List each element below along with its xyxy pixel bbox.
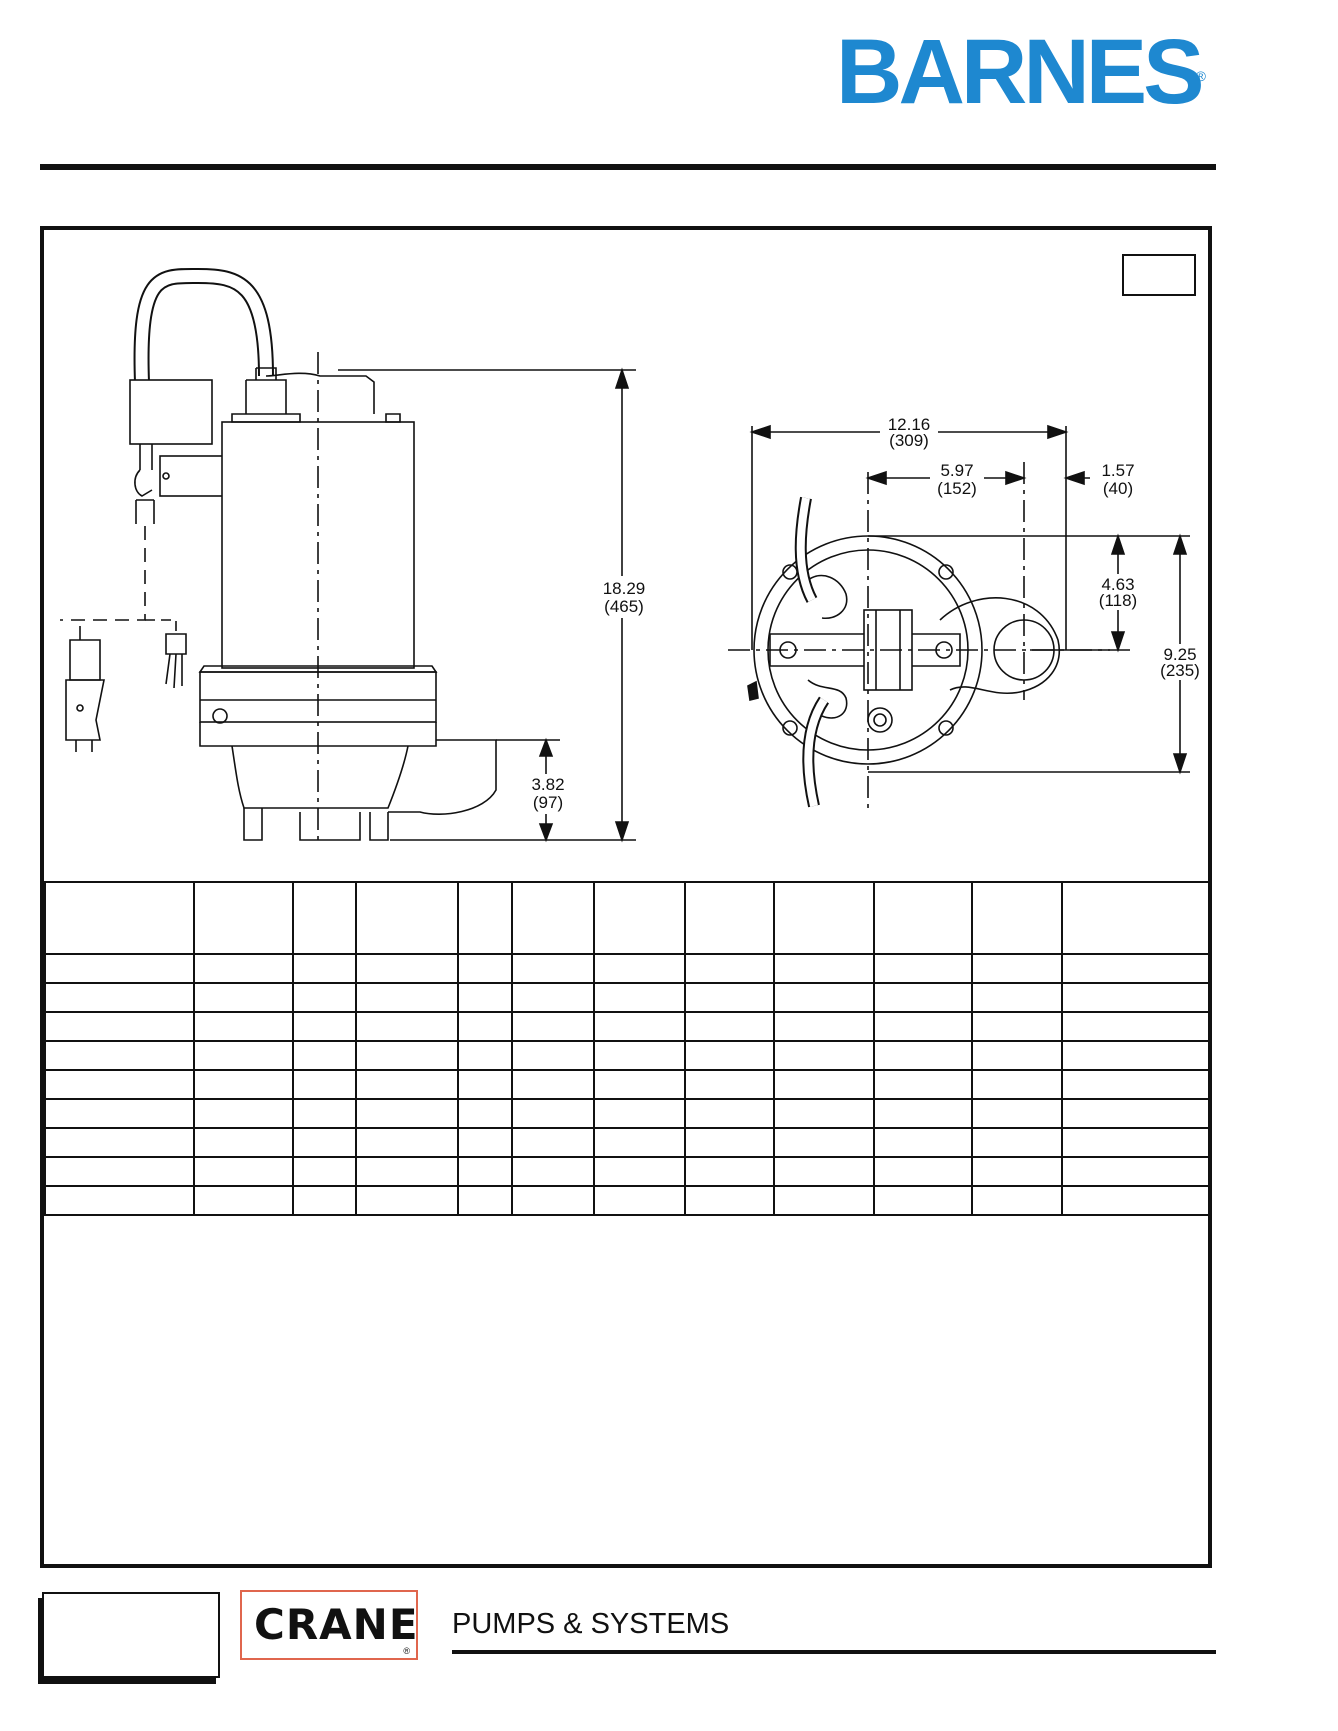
page-number-box [42, 1592, 220, 1678]
dim-depth: 9.25 [1163, 645, 1196, 664]
dim-half-depth-mm: (118) [1099, 591, 1137, 610]
top-view [728, 424, 1190, 810]
drawing-frame [40, 226, 1212, 1568]
table-row [44, 1040, 1210, 1071]
crane-registered-mark: ® [403, 1646, 410, 1656]
dim-overall-height-mm: (465) [604, 597, 644, 616]
notes-area [44, 1224, 1208, 1564]
spec-table [44, 881, 1210, 1216]
dim-width: 12.16 [888, 415, 931, 434]
table-row [44, 1098, 1210, 1129]
dim-discharge-height-mm: (97) [533, 793, 563, 812]
table-row [44, 1185, 1210, 1216]
dim-discharge-height: 3.82 [531, 775, 564, 794]
table-row [44, 953, 1210, 984]
side-view [60, 267, 636, 846]
dim-overall-height: 18.29 [603, 579, 646, 598]
header-rule [40, 164, 1216, 170]
dimension-labels: 18.29 (465) 3.82 (97) 12.16 (309) 5.97 (… [526, 414, 1206, 814]
barnes-logo-text: BARNES [836, 21, 1204, 123]
dim-discharge-offset: 1.57 [1101, 461, 1134, 480]
table-row [44, 1156, 1210, 1187]
barnes-logo: BARNES ® [836, 26, 1206, 118]
revision-box [1122, 254, 1196, 296]
footer-box-shadow [38, 1598, 44, 1684]
dim-width-mm: (309) [889, 431, 929, 450]
table-row [44, 982, 1210, 1013]
division-name: PUMPS & SYSTEMS [452, 1608, 730, 1640]
table-header-row [44, 881, 1210, 955]
crane-logo: CRANE ® [240, 1590, 418, 1660]
footer-box-shadow [38, 1678, 216, 1684]
footer-rule [452, 1650, 1216, 1654]
dim-center-to-discharge-mm: (152) [937, 479, 977, 498]
table-row [44, 1127, 1210, 1158]
table-row [44, 1069, 1210, 1100]
dim-discharge-offset-mm: (40) [1103, 479, 1133, 498]
crane-logo-text: CRANE [254, 1600, 419, 1649]
table-row [44, 1011, 1210, 1042]
registered-mark: ® [1195, 68, 1206, 84]
dim-center-to-discharge: 5.97 [940, 461, 973, 480]
dim-half-depth: 4.63 [1101, 575, 1134, 594]
dim-depth-mm: (235) [1160, 661, 1200, 680]
